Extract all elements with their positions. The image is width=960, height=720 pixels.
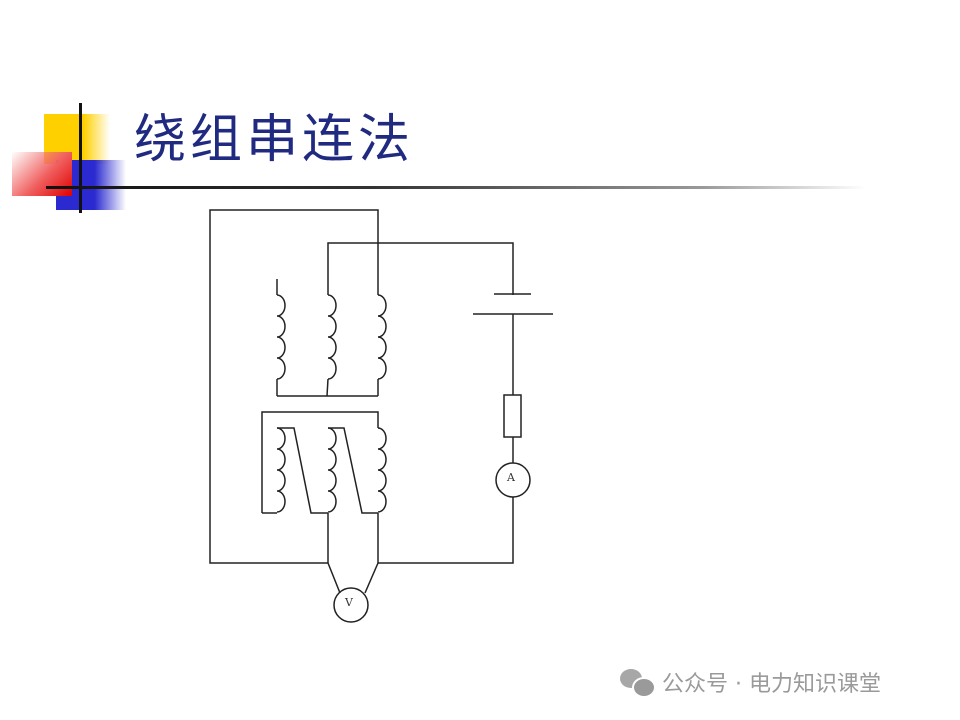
outer-wire [209,209,514,564]
decor-vertical-line [79,103,82,213]
upper-winding-3 [377,280,387,396]
title-underline [46,186,866,189]
voltmeter-wire-right [364,562,379,594]
lower-frame [261,411,379,513]
lower-winding-3 [377,427,387,513]
ammeter-label: A [507,471,515,484]
upper-winding-2 [326,294,337,397]
voltmeter-wire-left [327,562,341,594]
battery [473,293,553,395]
ammeter [495,462,531,498]
footer-watermark: 公众号 · 电力知识课堂 [620,665,881,699]
lower-winding-2 [327,427,378,514]
lower-winding-1 [262,427,328,514]
upper-winding-1 [276,279,286,396]
slide-title: 绕组串连法 [134,110,415,170]
footer-text: 公众号 · 电力知识课堂 [662,672,881,697]
voltmeter [333,587,369,623]
battery-wire [327,242,514,295]
voltmeter-label: V [345,596,353,609]
resistor [503,394,522,438]
wechat-icon [620,667,656,698]
